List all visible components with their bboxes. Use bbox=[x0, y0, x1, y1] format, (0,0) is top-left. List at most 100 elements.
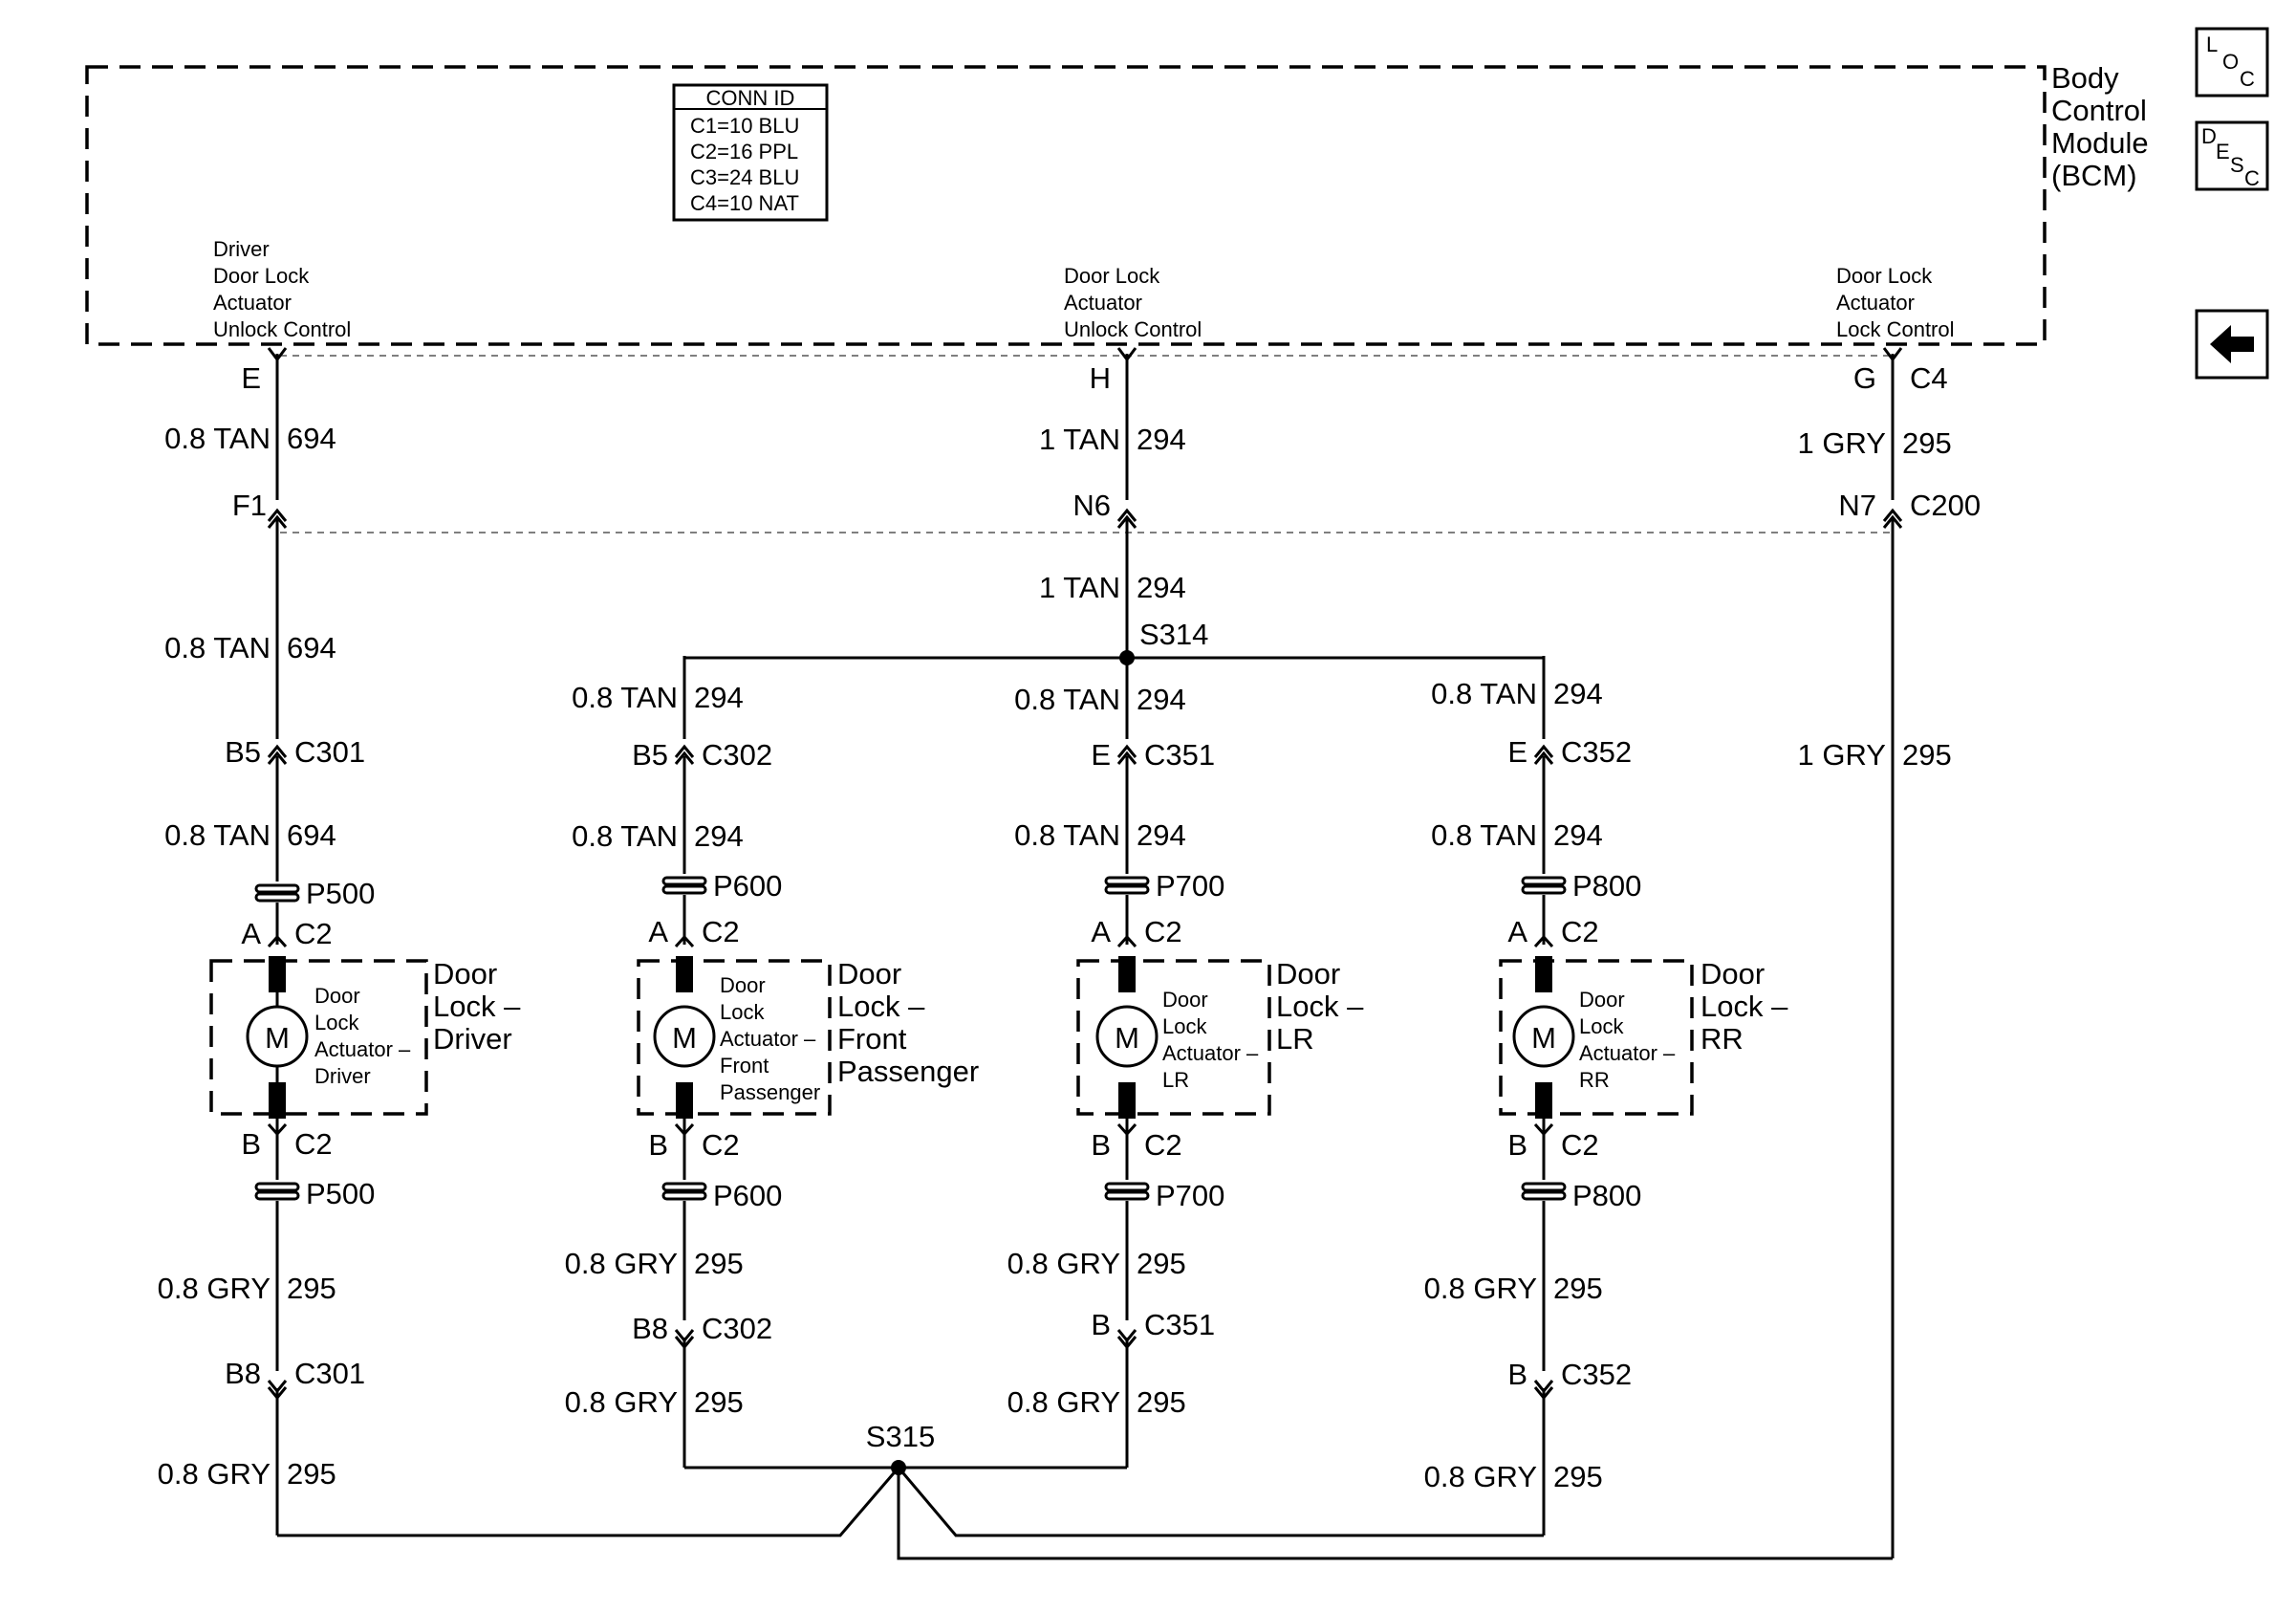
pigtail-p800-lower-label: P800 bbox=[1572, 1179, 1641, 1212]
circuit-295-fp-b: 295 bbox=[694, 1385, 744, 1419]
connector-c2-driver-a-label: C2 bbox=[294, 917, 333, 950]
splice-s314-dot bbox=[1119, 650, 1135, 665]
actuator-driver-inner-2: Lock bbox=[314, 1011, 359, 1034]
pigtail-symbols bbox=[254, 876, 1567, 1201]
wire-color-295-a: 1 GRY bbox=[1798, 426, 1886, 460]
pigtail-p700-upper-label: P700 bbox=[1156, 869, 1224, 903]
back-button[interactable] bbox=[2195, 309, 2269, 380]
actuator-front-passenger-outer-3: Front bbox=[837, 1022, 907, 1056]
actuator-rr bbox=[1499, 956, 1694, 1119]
splice-s314-label: S314 bbox=[1139, 618, 1208, 651]
output-lock-line-1: Door Lock bbox=[1836, 264, 1933, 288]
actuator-driver bbox=[209, 956, 428, 1119]
bcm-name-line-1: Body bbox=[2051, 61, 2119, 95]
pin-b5-c302-label: B5 bbox=[632, 738, 668, 772]
actuator-driver-inner-3: Actuator – bbox=[314, 1037, 411, 1061]
connector-c351-upper-label: C351 bbox=[1144, 738, 1215, 772]
actuator-driver-outer-3: Driver bbox=[433, 1022, 512, 1056]
actuator-rr-inner-3: Actuator – bbox=[1579, 1041, 1676, 1065]
wire-color-295-b: 1 GRY bbox=[1798, 738, 1886, 772]
output-unlock-line-3: Unlock Control bbox=[1064, 317, 1202, 341]
actuator-lr bbox=[1076, 956, 1271, 1119]
wire-color-295-rr-b: 0.8 GRY bbox=[1424, 1460, 1537, 1493]
pin-b-lr-label: B bbox=[1091, 1128, 1111, 1162]
connector-c2-front-passenger-a-label: C2 bbox=[702, 915, 740, 948]
circuit-294-fp-a: 294 bbox=[694, 681, 744, 714]
conn-id-row-4: C4=10 NAT bbox=[690, 191, 799, 215]
conn-id-row-3: C3=24 BLU bbox=[690, 165, 799, 189]
pin-h-label: H bbox=[1090, 361, 1111, 395]
circuit-295-lr-a: 295 bbox=[1137, 1247, 1186, 1280]
wire-color-295-rr-a: 0.8 GRY bbox=[1424, 1272, 1537, 1305]
connector-c352-upper-label: C352 bbox=[1561, 735, 1632, 769]
desc-button[interactable]: D E S C bbox=[2195, 120, 2269, 191]
wire-color-294-rr-a: 0.8 TAN bbox=[1431, 677, 1537, 710]
loc-letter-o: O bbox=[2222, 50, 2239, 74]
actuator-front-passenger-outer-2: Lock – bbox=[837, 990, 925, 1023]
actuator-lr-outer-1: Door bbox=[1276, 957, 1340, 991]
output-lock-line-2: Actuator bbox=[1836, 291, 1915, 315]
actuator-lr-inner-4: LR bbox=[1162, 1068, 1189, 1092]
wire-color-295-driver-b: 0.8 GRY bbox=[158, 1457, 271, 1491]
wire-color-294-fp-a: 0.8 TAN bbox=[572, 681, 678, 714]
output-driver-unlock-line-2: Door Lock bbox=[213, 264, 310, 288]
actuator-rr-inner-2: Lock bbox=[1579, 1014, 1624, 1038]
connector-c2-lr-a-label: C2 bbox=[1144, 915, 1182, 948]
output-driver-unlock-line-3: Actuator bbox=[213, 291, 292, 315]
pigtail-p600-upper-label: P600 bbox=[713, 869, 782, 903]
connector-c2-rr-b-label: C2 bbox=[1561, 1128, 1599, 1162]
motor-symbol-rr: M bbox=[1531, 1021, 1556, 1055]
pin-b5-c301-label: B5 bbox=[225, 735, 261, 769]
circuit-295-a: 295 bbox=[1902, 426, 1952, 460]
wire-color-295-fp-b: 0.8 GRY bbox=[565, 1385, 678, 1419]
motor-symbol-front-passenger: M bbox=[672, 1021, 697, 1055]
output-unlock-line-1: Door Lock bbox=[1064, 264, 1160, 288]
actuator-front-passenger-inner-1: Door bbox=[720, 973, 766, 997]
pin-b-rr-label: B bbox=[1507, 1128, 1527, 1162]
pin-b8-c302-label: B8 bbox=[632, 1312, 668, 1345]
connector-c4-label: C4 bbox=[1910, 361, 1948, 395]
actuator-rr-outer-2: Lock – bbox=[1700, 990, 1788, 1023]
pin-a-rr-label: A bbox=[1507, 915, 1527, 948]
actuator-lr-inner-2: Lock bbox=[1162, 1014, 1207, 1038]
motor-symbol-driver: M bbox=[265, 1021, 290, 1055]
connector-c302-upper-label: C302 bbox=[702, 738, 772, 772]
circuit-294-a: 294 bbox=[1137, 423, 1186, 456]
pigtail-p500-upper-label: P500 bbox=[306, 877, 375, 910]
actuator-rr-inner-1: Door bbox=[1579, 988, 1625, 1012]
pigtail-p600-lower-label: P600 bbox=[713, 1179, 782, 1212]
pin-b-driver-label: B bbox=[241, 1127, 261, 1161]
splice-s315-label: S315 bbox=[866, 1420, 935, 1453]
wire-color-694-a: 0.8 TAN bbox=[164, 422, 271, 455]
pin-n7-label: N7 bbox=[1838, 489, 1876, 522]
pin-b8-c301-label: B8 bbox=[225, 1357, 261, 1390]
splice-s315-dot bbox=[891, 1460, 906, 1475]
output-unlock-line-2: Actuator bbox=[1064, 291, 1142, 315]
connector-c2-rr-a-label: C2 bbox=[1561, 915, 1599, 948]
wire-color-294-lr-a: 0.8 TAN bbox=[1014, 683, 1120, 716]
wire-color-294-b: 1 TAN bbox=[1039, 571, 1120, 604]
loc-letter-l: L bbox=[2206, 33, 2218, 56]
loc-button[interactable]: L O C bbox=[2195, 27, 2269, 98]
pin-b-c351-label: B bbox=[1091, 1308, 1111, 1341]
connector-c301-upper-label: C301 bbox=[294, 735, 365, 769]
back-arrow-icon bbox=[2210, 325, 2254, 363]
circuit-295-b: 295 bbox=[1902, 738, 1952, 772]
actuator-front-passenger-inner-3: Actuator – bbox=[720, 1027, 816, 1051]
motor-symbol-lr: M bbox=[1115, 1021, 1139, 1055]
pin-f1-label: F1 bbox=[232, 489, 267, 522]
circuit-295-driver-b: 295 bbox=[287, 1457, 336, 1491]
conn-id-row-1: C1=10 BLU bbox=[690, 114, 799, 138]
wire-color-294-fp-b: 0.8 TAN bbox=[572, 819, 678, 853]
connector-c302-lower-label: C302 bbox=[702, 1312, 772, 1345]
desc-letter-s: S bbox=[2230, 153, 2244, 177]
circuit-694-c: 694 bbox=[287, 818, 336, 852]
actuator-driver-inner-4: Driver bbox=[314, 1064, 371, 1088]
circuit-295-rr-b: 295 bbox=[1553, 1460, 1603, 1493]
circuit-294-fp-b: 294 bbox=[694, 819, 744, 853]
actuator-lr-outer-3: LR bbox=[1276, 1022, 1314, 1056]
actuator-front-passenger-outer-1: Door bbox=[837, 957, 901, 991]
actuator-lr-outer-2: Lock – bbox=[1276, 990, 1364, 1023]
connector-c2-front-passenger-b-label: C2 bbox=[702, 1128, 740, 1162]
